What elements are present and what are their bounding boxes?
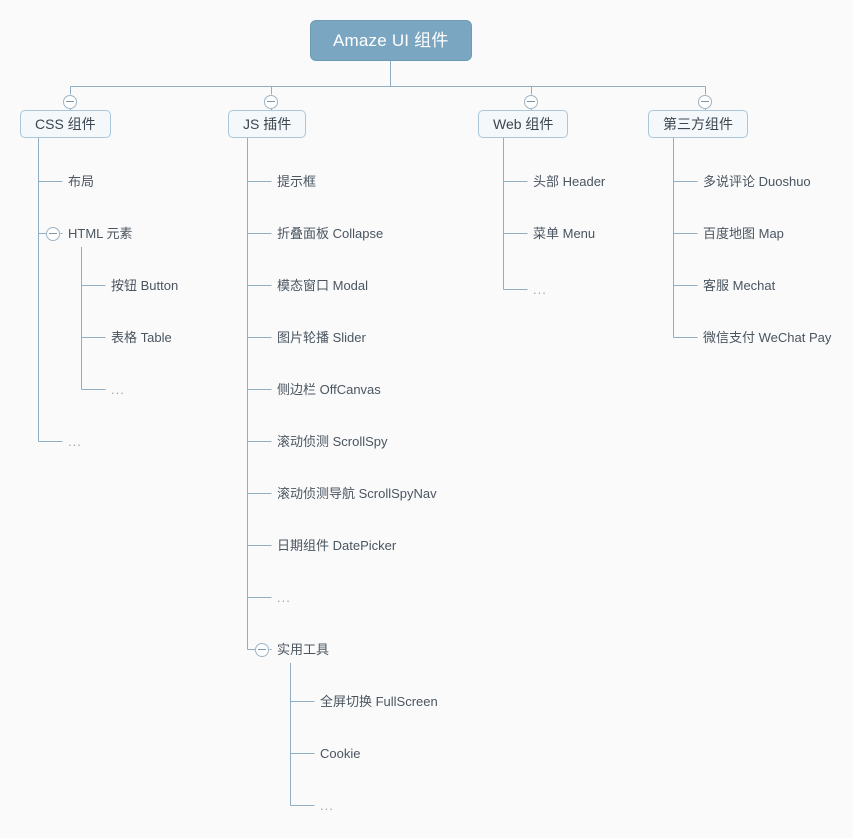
- leaf-node-duoshuo[interactable]: 多说评论 Duoshuo: [703, 174, 811, 189]
- collapse-minus-icon-utilities[interactable]: [255, 643, 269, 657]
- branch-node-third-party[interactable]: 第三方组件: [648, 110, 748, 138]
- leaf-node-collapse[interactable]: 折叠面板 Collapse: [277, 226, 384, 241]
- leaf-node-modal[interactable]: 模态窗口 Modal: [277, 278, 369, 293]
- branch-node-html-elements[interactable]: HTML 元素: [68, 226, 133, 241]
- collapse-minus-icon-css[interactable]: [63, 95, 77, 109]
- leaf-node-fullscreen[interactable]: 全屏切换 FullScreen: [320, 694, 438, 709]
- leaf-node-html-elements-more[interactable]: ...: [111, 382, 125, 397]
- leaf-node-utilities-more[interactable]: ...: [320, 798, 334, 813]
- leaf-node-menu[interactable]: 菜单 Menu: [533, 226, 596, 241]
- collapse-minus-icon-web[interactable]: [524, 95, 538, 109]
- leaf-node-js-more[interactable]: ...: [277, 590, 291, 605]
- leaf-node-css-layout[interactable]: 布局: [68, 174, 95, 189]
- leaf-node-cookie[interactable]: Cookie: [320, 746, 361, 761]
- branch-node-web[interactable]: Web 组件: [478, 110, 569, 138]
- leaf-node-button[interactable]: 按钮 Button: [111, 278, 179, 293]
- leaf-node-tooltip[interactable]: 提示框: [277, 174, 317, 189]
- root-node[interactable]: Amaze UI 组件: [310, 20, 472, 61]
- leaf-node-offcanvas[interactable]: 侧边栏 OffCanvas: [277, 382, 381, 397]
- leaf-node-header[interactable]: 头部 Header: [533, 174, 606, 189]
- leaf-node-css-more[interactable]: ...: [68, 434, 82, 449]
- branch-node-js[interactable]: JS 插件: [228, 110, 307, 138]
- leaf-node-scrollspynav[interactable]: 滚动侦测导航 ScrollSpyNav: [277, 486, 437, 501]
- leaf-node-web-more[interactable]: ...: [533, 282, 547, 297]
- leaf-node-table[interactable]: 表格 Table: [111, 330, 172, 345]
- branch-node-utilities[interactable]: 实用工具: [277, 642, 330, 657]
- leaf-node-wechat-pay[interactable]: 微信支付 WeChat Pay: [703, 330, 832, 345]
- collapse-minus-icon-html-elements[interactable]: [46, 227, 60, 241]
- leaf-node-datepicker[interactable]: 日期组件 DatePicker: [277, 538, 397, 553]
- collapse-minus-icon-third-party[interactable]: [698, 95, 712, 109]
- leaf-node-mechat[interactable]: 客服 Mechat: [703, 278, 776, 293]
- leaf-node-scrollspy[interactable]: 滚动侦测 ScrollSpy: [277, 434, 388, 449]
- collapse-minus-icon-js[interactable]: [264, 95, 278, 109]
- leaf-node-slider[interactable]: 图片轮播 Slider: [277, 330, 366, 345]
- leaf-node-baidu-map[interactable]: 百度地图 Map: [703, 226, 784, 241]
- branch-node-css[interactable]: CSS 组件: [20, 110, 111, 138]
